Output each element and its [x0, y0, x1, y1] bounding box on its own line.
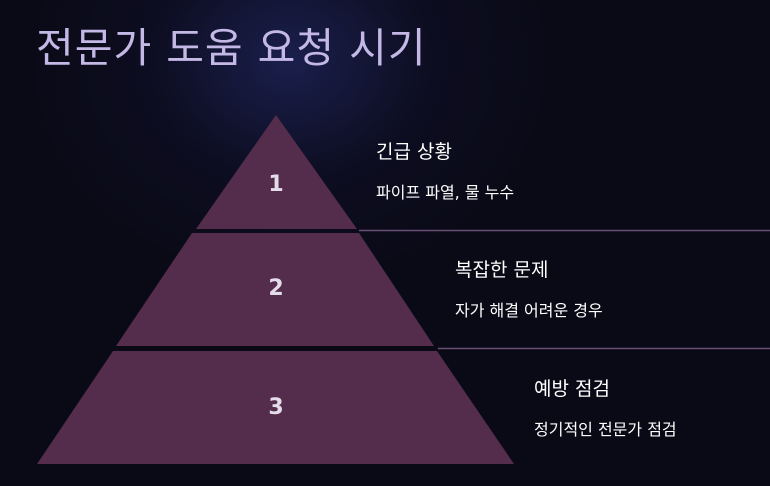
tier-2-title: 복잡한 문제	[455, 259, 549, 281]
tier-3-title: 예방 점검	[534, 378, 610, 400]
tier-2-number: 2	[268, 276, 284, 301]
tier-1-description: 파이프 파열, 물 누수	[376, 183, 515, 202]
tier-2-description: 자가 해결 어려운 경우	[455, 301, 603, 320]
tier-3-description: 정기적인 전문가 점검	[534, 420, 677, 439]
pyramid-tier-3	[37, 351, 514, 464]
pyramid-tier-2	[116, 233, 434, 346]
pyramid-tier-1	[196, 115, 357, 229]
tier-1-number: 1	[268, 172, 284, 197]
tier-3-number: 3	[268, 395, 284, 420]
slide-title: 전문가 도움 요청 시기	[36, 24, 427, 72]
tier-1-title: 긴급 상황	[376, 141, 452, 163]
